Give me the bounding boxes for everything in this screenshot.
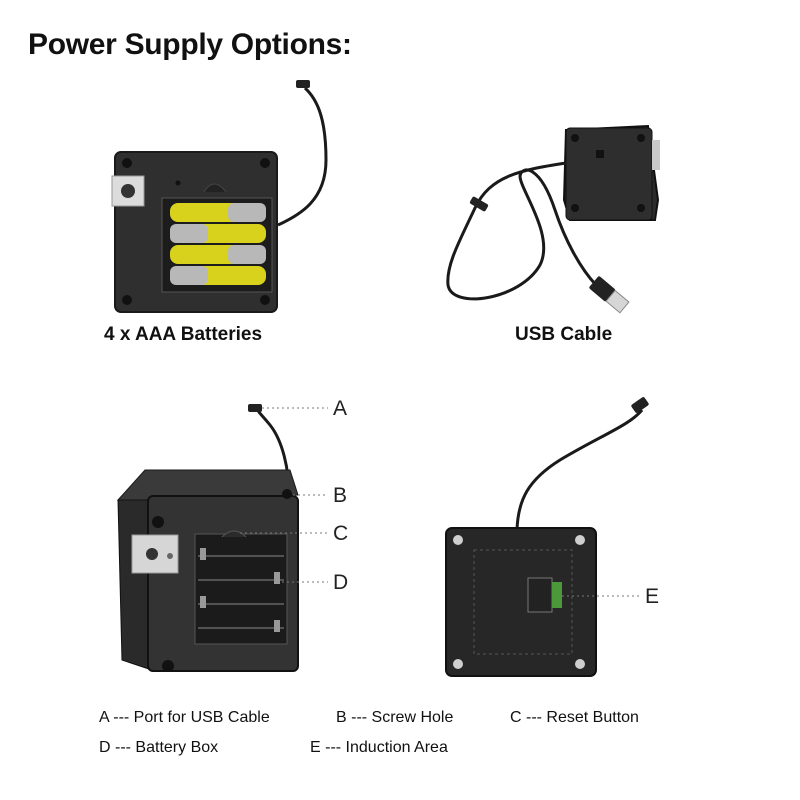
usb-plug-icon xyxy=(589,276,630,314)
callout-e-label: E xyxy=(645,585,660,608)
aaa-batteries-icon xyxy=(170,203,266,285)
callout-c-label: C xyxy=(333,522,349,545)
induction-lock-image xyxy=(445,397,649,677)
battery-lock-image xyxy=(111,80,328,313)
induction-area-icon xyxy=(552,582,562,608)
legend-item-b: B --- Screw Hole xyxy=(336,709,454,726)
battery-option-caption: 4 x AAA Batteries xyxy=(104,324,263,345)
callout-a-label: A xyxy=(333,397,348,420)
callout-b-label: B xyxy=(333,484,348,507)
callout-lines xyxy=(240,407,640,597)
legend-item-d: D --- Battery Box xyxy=(99,739,219,756)
usb-option-caption: USB Cable xyxy=(515,324,613,345)
legend-item-a: A --- Port for USB Cable xyxy=(99,709,270,726)
page-title: Power Supply Options: xyxy=(28,28,352,61)
legend-item-c: C --- Reset Button xyxy=(510,709,639,726)
usb-lock-image xyxy=(446,124,660,314)
labeled-lock-image xyxy=(116,404,299,672)
legend-item-e: E --- Induction Area xyxy=(310,739,448,756)
callout-d-label: D xyxy=(333,571,349,594)
